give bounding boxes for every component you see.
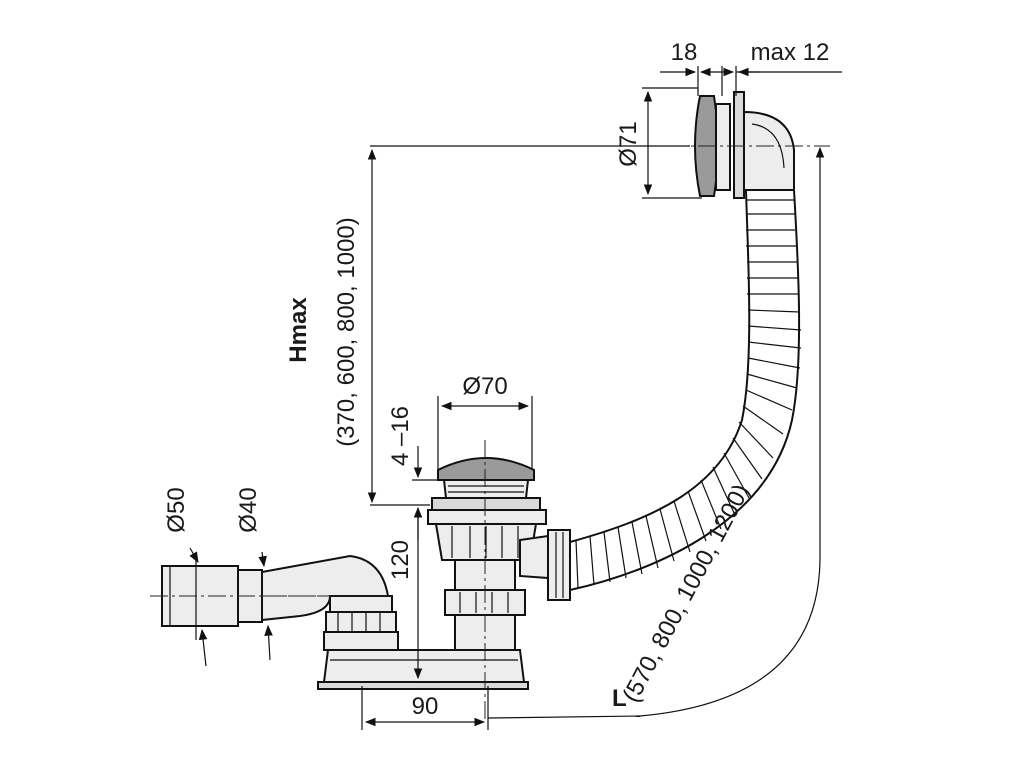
label-d71: Ø71 bbox=[615, 121, 642, 166]
label-d40: Ø40 bbox=[235, 487, 262, 532]
corrugated-hose bbox=[569, 189, 802, 591]
label-hmax: Hmax bbox=[285, 297, 312, 363]
label-4-16: 4 –16 bbox=[387, 406, 414, 466]
label-90: 90 bbox=[412, 693, 439, 720]
label-120: 120 bbox=[387, 540, 414, 580]
label-d50: Ø50 bbox=[163, 487, 190, 532]
label-l-values: (570, 800, 1000, 1200) bbox=[617, 480, 755, 707]
dimension-lines bbox=[189, 66, 842, 730]
label-max12: max 12 bbox=[751, 39, 830, 66]
label-d70: Ø70 bbox=[462, 373, 507, 400]
label-l: L bbox=[612, 685, 627, 712]
outlet-elbow bbox=[161, 554, 390, 627]
label-18: 18 bbox=[671, 39, 698, 66]
overflow-head bbox=[694, 91, 795, 199]
waste-head bbox=[427, 457, 571, 601]
label-hmax-values: (370, 600, 800, 1000) bbox=[333, 217, 360, 447]
